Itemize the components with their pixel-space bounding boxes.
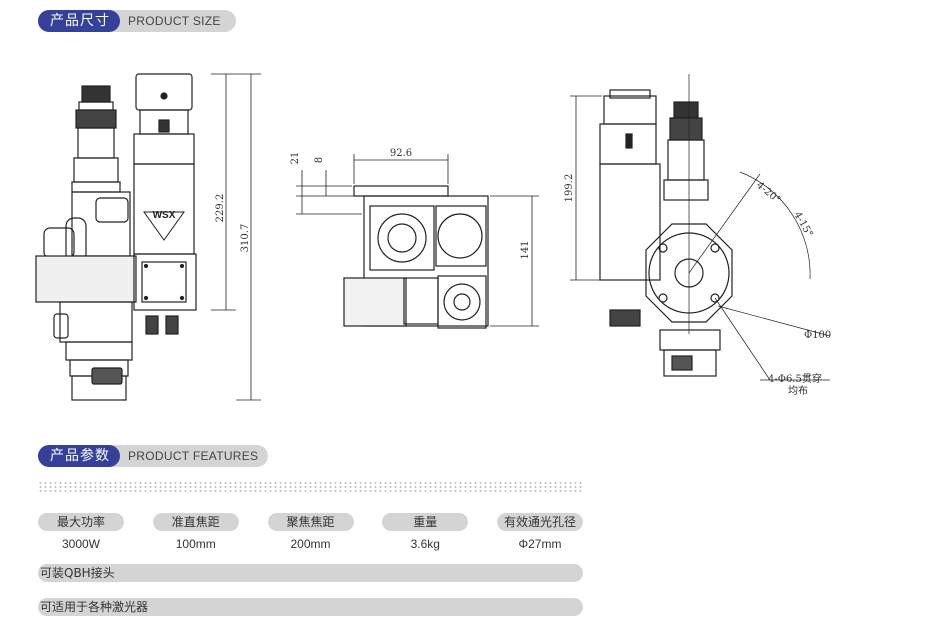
section-title-en: PRODUCT SIZE bbox=[128, 14, 221, 28]
front-view-drawing: WSX 229.2 310.7 bbox=[35, 73, 261, 401]
section-title-cn: 产品尺寸 bbox=[38, 10, 120, 32]
spec-value: 3000W bbox=[61, 537, 101, 551]
spec-label: 重量 bbox=[382, 513, 469, 531]
spec-list: 最大功率 3000W 准直焦距 100mm 聚焦焦距 200mm 重量 3.6k… bbox=[38, 513, 583, 551]
note-text: 可装QBH接头 bbox=[40, 566, 115, 580]
spec-label: 有效通光孔径 bbox=[497, 513, 583, 531]
dim-depth: 141 bbox=[520, 240, 531, 259]
spec-max-power: 最大功率 3000W bbox=[38, 513, 124, 551]
dim-b: 8 bbox=[314, 157, 325, 163]
section-header-product-features: 产品参数 PRODUCT FEATURES bbox=[38, 445, 268, 467]
dim-height: 199.2 bbox=[564, 174, 575, 203]
note-lasers: 可适用于各种激光器 bbox=[38, 598, 583, 616]
dim-width: 92.6 bbox=[390, 148, 412, 159]
note-qbh: 可装QBH接头 bbox=[38, 564, 583, 582]
front-logo: WSX bbox=[153, 210, 176, 221]
spec-value: Φ27mm bbox=[518, 537, 562, 551]
top-view-drawing: 92.6 21 8 141 bbox=[290, 148, 539, 329]
dotted-divider bbox=[38, 481, 583, 493]
dim-height-upper: 229.2 bbox=[215, 194, 226, 223]
diameter: Φ100 bbox=[804, 330, 831, 341]
holes-line1: 4-Φ6.5贯穿 bbox=[768, 372, 822, 385]
spec-label: 最大功率 bbox=[38, 513, 124, 531]
dim-height-total: 310.7 bbox=[240, 224, 251, 253]
section-title-cn: 产品参数 bbox=[38, 445, 120, 467]
spec-label: 聚焦焦距 bbox=[267, 513, 354, 531]
spec-clear-aperture: 有效通光孔径 Φ27mm bbox=[497, 513, 583, 551]
angle-2: 4-15° bbox=[791, 210, 814, 239]
spec-label: 准直焦距 bbox=[152, 513, 239, 531]
section-header-product-size: 产品尺寸 PRODUCT SIZE bbox=[38, 10, 236, 32]
spec-weight: 重量 3.6kg bbox=[382, 513, 469, 551]
spec-value: 100mm bbox=[175, 537, 216, 551]
side-view-drawing: 199.2 4-20° 4-15° Φ100 4-Φ6.5贯穿 均布 bbox=[564, 74, 831, 397]
spec-focusing-focal: 聚焦焦距 200mm bbox=[267, 513, 354, 551]
section-title-en: PRODUCT FEATURES bbox=[128, 449, 259, 463]
spec-collimation-focal: 准直焦距 100mm bbox=[152, 513, 239, 551]
spec-value: 200mm bbox=[290, 537, 331, 551]
dim-a: 21 bbox=[290, 152, 301, 165]
holes-line2: 均布 bbox=[788, 385, 808, 397]
spec-value: 3.6kg bbox=[410, 537, 440, 551]
angle-1: 4-20° bbox=[754, 180, 782, 206]
note-text: 可适用于各种激光器 bbox=[40, 600, 149, 614]
